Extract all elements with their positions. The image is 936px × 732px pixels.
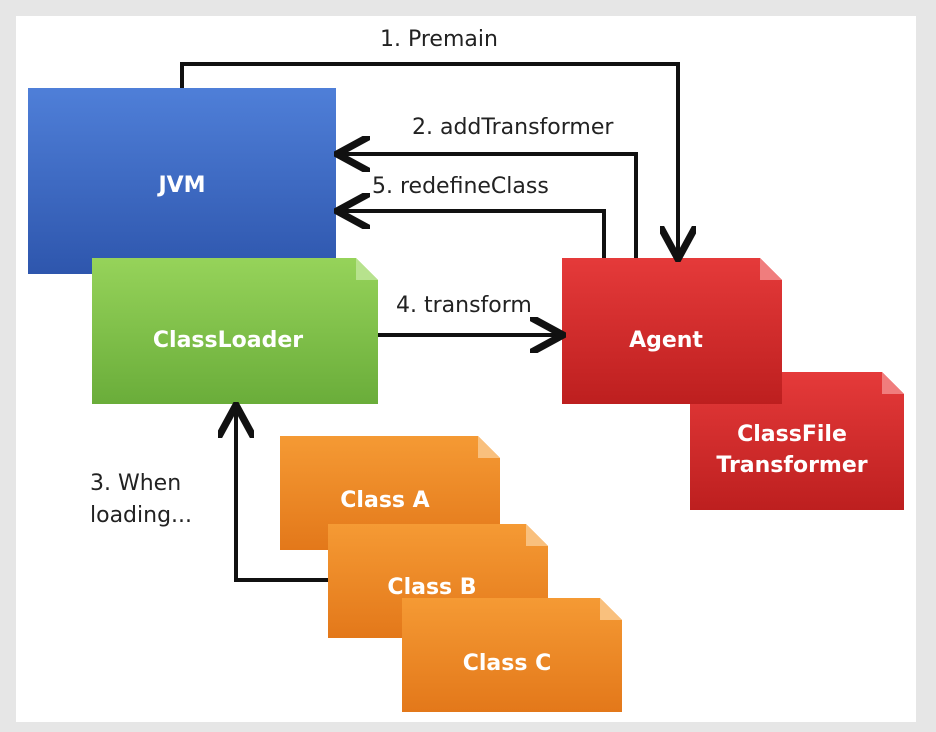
agent-box [562, 258, 782, 404]
transformer-label-line1: ClassFile [737, 422, 847, 447]
agent-node: Agent [562, 258, 782, 404]
classloader-box [92, 258, 378, 404]
classloader-label: ClassLoader [153, 328, 303, 353]
class-c-label: Class C [463, 651, 552, 676]
classloader-fold [356, 258, 378, 280]
classloader-node: ClassLoader [92, 258, 378, 404]
transformer-node: ClassFile Transformer [690, 372, 904, 510]
premain-label: 1. Premain [380, 27, 498, 52]
class-a-fold [478, 436, 500, 458]
transform-label: 4. transform [396, 293, 532, 318]
transformer-box [690, 372, 904, 510]
class-a-node: Class A [280, 436, 500, 550]
class-a-box [280, 436, 500, 550]
class-c-box [402, 598, 622, 712]
transformer-label-line2: Transformer [716, 453, 867, 478]
jvm-node: JVM [28, 88, 336, 274]
when-loading-arrow [236, 408, 328, 582]
jvm-label: JVM [156, 173, 205, 198]
class-c-fold [600, 598, 622, 620]
add-transformer-label: 2. addTransformer [412, 115, 614, 140]
transformer-fold [882, 372, 904, 394]
agent-label: Agent [629, 328, 703, 353]
jvm-box [28, 88, 336, 274]
when-loading-label-line1: 3. When [90, 471, 181, 496]
premain-arrow [180, 62, 678, 256]
redefine-class-arrow [340, 211, 606, 258]
add-transformer-arrow [340, 154, 638, 258]
when-loading-label-line2: loading... [90, 503, 192, 528]
class-b-label: Class B [387, 575, 476, 600]
class-b-fold [526, 524, 548, 546]
agent-fold [760, 258, 782, 280]
class-a-label: Class A [340, 488, 429, 513]
redefine-class-label: 5. redefineClass [372, 174, 549, 199]
class-c-node: Class C [402, 598, 622, 712]
